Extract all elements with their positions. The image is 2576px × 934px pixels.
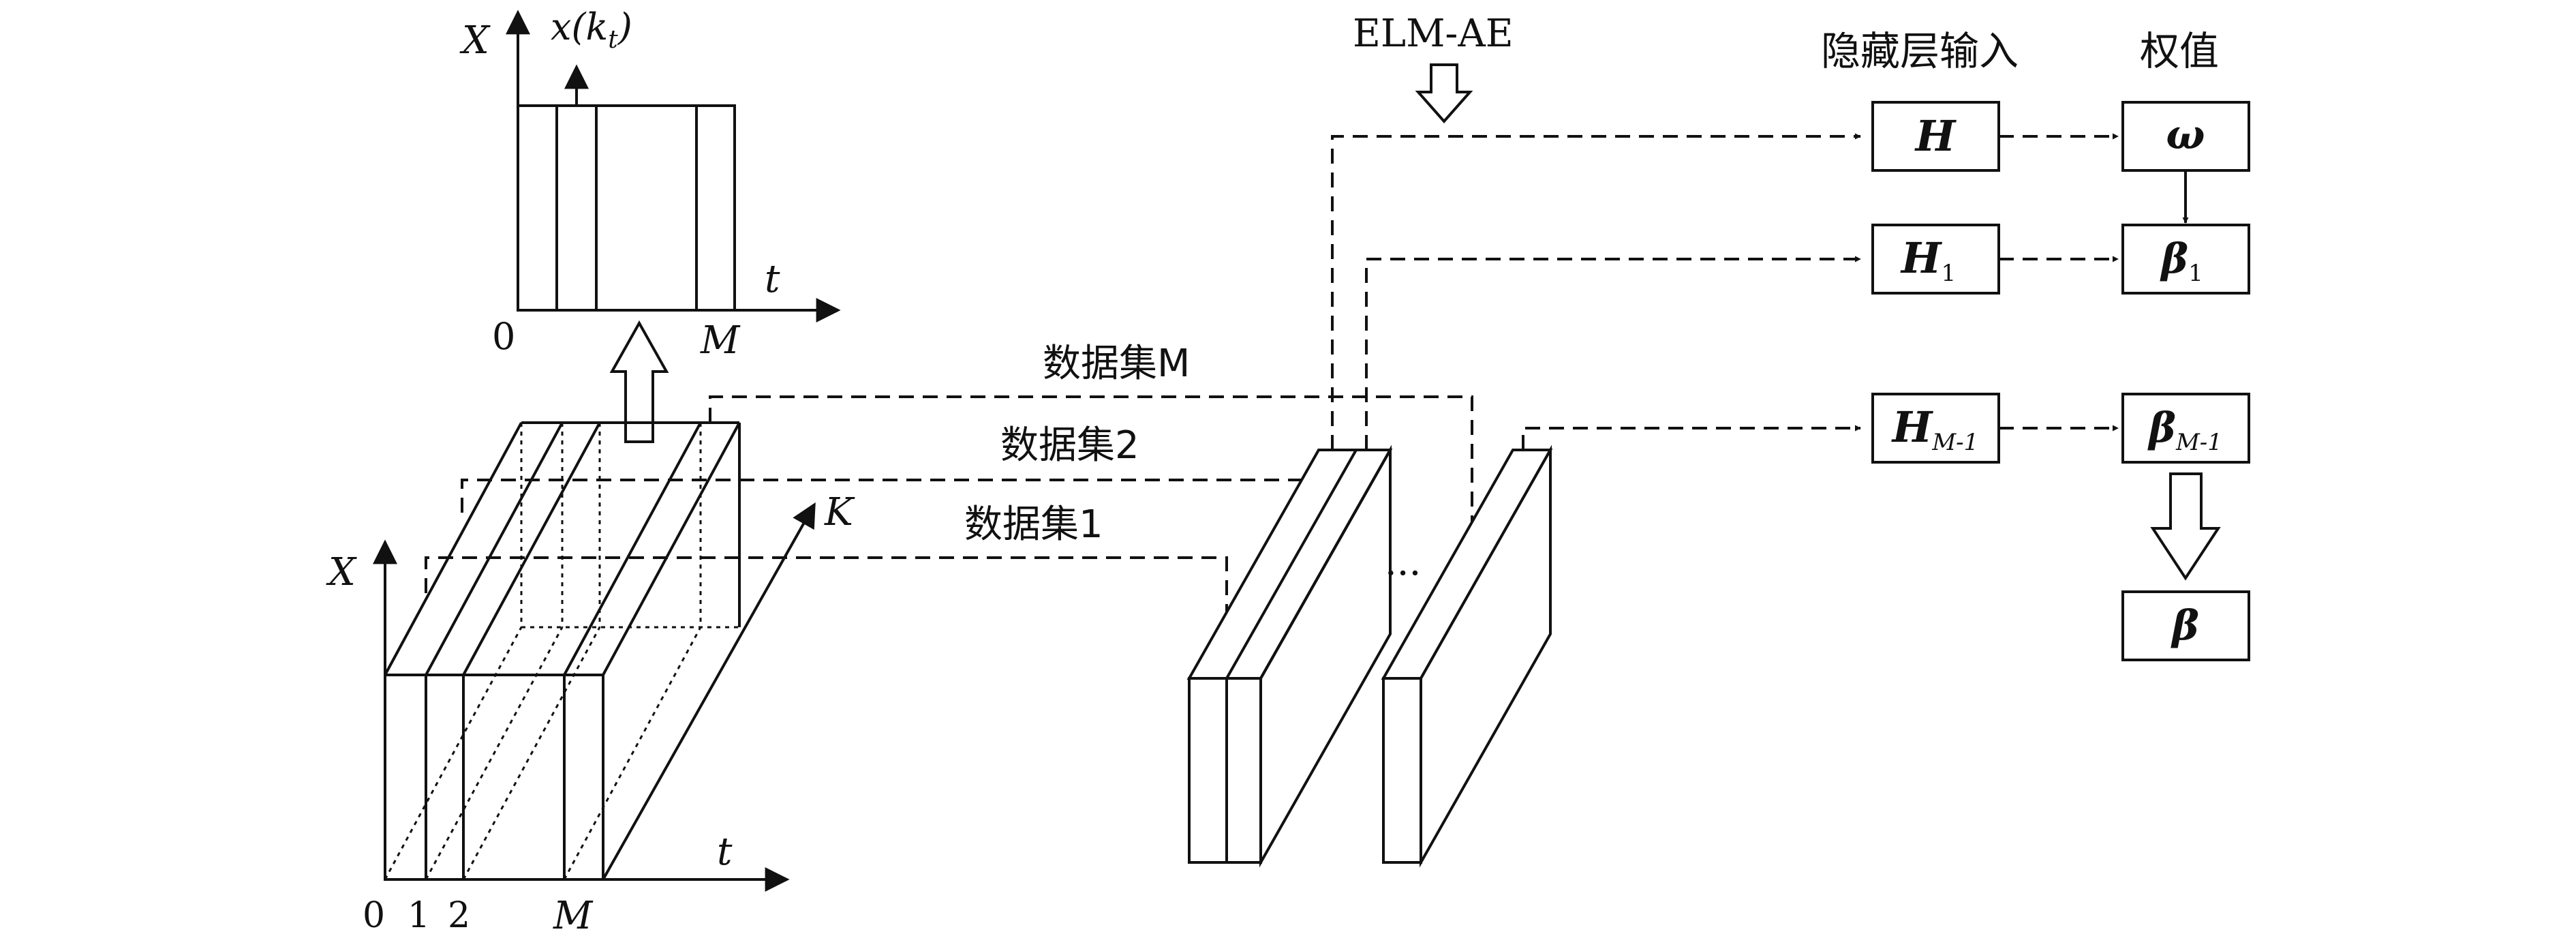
- dataset-M-label: 数据集M: [1043, 342, 1190, 386]
- ellipsis-label: ···: [1385, 552, 1421, 596]
- weight-box-main: β1: [2160, 235, 2203, 287]
- dataset-slabs: [1186, 445, 1553, 868]
- link-to-H1: [1365, 256, 1861, 450]
- hidden-box-H1: H1: [1871, 224, 2000, 295]
- dataset-M-link: [709, 395, 1475, 570]
- link-to-H: [1331, 133, 1861, 450]
- cube-tick-0: 0: [363, 895, 385, 934]
- dataset-1-link: [425, 556, 1230, 665]
- hidden-box-main: H: [1914, 111, 1957, 161]
- weight-box-main: βM-1: [2147, 404, 2222, 456]
- dataset-1-label: 数据集1: [964, 502, 1103, 547]
- top-M-label: M: [700, 318, 741, 363]
- elm-ae-down-arrow-icon: [1415, 63, 1473, 124]
- top-signal-label: x(kt): [551, 5, 632, 54]
- final-beta-main: β: [2171, 602, 2199, 650]
- hidden-box-main: HM-1: [1891, 402, 1979, 456]
- weight-box-omega: ω: [2121, 101, 2250, 172]
- hidden-box-H: H: [1871, 101, 2000, 172]
- cube-to-plot-arrow-icon: [609, 320, 669, 443]
- data-cube: K X t 0 1 2 M: [326, 421, 855, 934]
- top-signal-rect: [517, 104, 736, 312]
- hidden-box-HM-1: HM-1: [1871, 393, 2000, 464]
- final-beta-box: β: [2121, 590, 2250, 661]
- cube-tick-1: 1: [408, 895, 430, 934]
- cube-K-label: K: [824, 490, 855, 534]
- cube-y-axis-label: X: [326, 550, 357, 594]
- weight-box-beta1: β1: [2121, 224, 2250, 295]
- top-x-axis-label: t: [765, 257, 780, 301]
- dataset-2-link: [461, 479, 1322, 560]
- hidden-input-header: 隐藏层输入: [1821, 28, 2019, 74]
- to-final-beta-arrow-icon: [2150, 472, 2221, 581]
- hidden-box-main: H1: [1900, 233, 1956, 287]
- weight-header: 权值: [2140, 28, 2219, 74]
- elm-ae-label: ELM-AE: [1353, 12, 1514, 56]
- cube-front-face: [384, 674, 604, 881]
- top-signal-plot: X x(kt) t 0 M: [459, 5, 841, 363]
- top-origin-label: 0: [492, 315, 515, 358]
- link-to-HM-1: [1522, 425, 1861, 450]
- cube-tick-2: 2: [448, 895, 470, 934]
- top-y-axis-label: X: [459, 18, 491, 63]
- cube-tick-M: M: [553, 894, 594, 934]
- cube-x-axis-label: t: [717, 830, 733, 874]
- weight-box-main: ω: [2166, 111, 2205, 159]
- dataset-2-label: 数据集2: [1000, 423, 1139, 468]
- cube-depth-axis-line: [602, 502, 816, 880]
- weight-box-betaM1: βM-1: [2121, 393, 2250, 464]
